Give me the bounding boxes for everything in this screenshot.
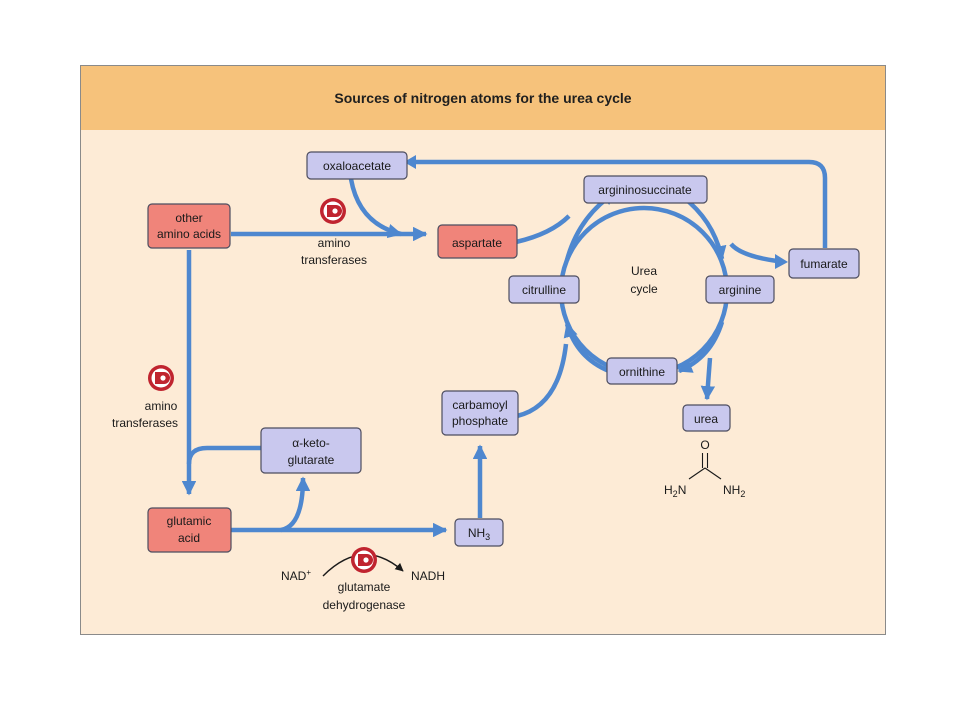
node-argininosuccinate: argininosuccinate: [583, 175, 708, 204]
node-glutamic-acid: glutamic acid: [147, 507, 232, 553]
node-label: phosphate: [452, 414, 508, 428]
enzyme-label: transferases: [301, 253, 367, 267]
node-oxaloacetate: oxaloacetate: [306, 151, 408, 180]
arrow-oxaloacetate-aspartate: [348, 178, 403, 238]
node-urea: urea: [682, 404, 731, 432]
amine-right: NH2: [723, 483, 745, 499]
enzyme-label: dehydrogenase: [323, 598, 406, 612]
nadh-label: NADH: [411, 569, 445, 583]
urea-structure: O H2N NH2: [664, 438, 745, 499]
enzyme-icon: [320, 198, 346, 224]
node-label: arginine: [719, 283, 762, 297]
arrow-carbamoyl-phosphate-cycle: [516, 343, 569, 419]
node-label: NH3: [468, 526, 490, 542]
diagram-title: Sources of nitrogen atoms for the urea c…: [334, 90, 632, 106]
enzyme-label: amino: [318, 236, 351, 250]
node-ornithine: ornithine: [606, 357, 678, 385]
arrowhead-to-oxaloacetate: [404, 155, 416, 169]
node-alpha-ketoglutarate: α-keto- glutarate: [260, 427, 362, 474]
arrow-fumarate-oxaloacetate: [411, 159, 828, 248]
diagram-figure: Sources of nitrogen atoms for the urea c…: [80, 65, 886, 635]
node-label: fumarate: [800, 257, 848, 271]
node-citrulline: citrulline: [508, 275, 580, 304]
node-other-amino-acids: other amino acids: [147, 203, 231, 249]
node-label: glutarate: [288, 453, 335, 467]
node-nh3: NH3: [454, 518, 504, 547]
arrowhead-to-fumarate: [775, 254, 788, 269]
enzyme-label: amino: [145, 399, 178, 413]
arrow-glutamate-ketoglutarate: [280, 476, 311, 533]
node-carbamoyl-phosphate: carbamoyl phosphate: [441, 390, 519, 436]
cycle-label: Urea: [631, 264, 657, 278]
node-fumarate: fumarate: [788, 248, 860, 279]
arrow-ornithine-citrulline: [563, 322, 610, 374]
enzyme-icon: [351, 547, 377, 573]
node-label: citrulline: [522, 283, 566, 297]
node-label: ornithine: [619, 365, 665, 379]
nad-label: NAD+: [281, 568, 311, 583]
cycle-label: cycle: [630, 282, 658, 296]
node-label: acid: [178, 531, 200, 545]
arrow-arginine-urea: [700, 357, 716, 401]
node-arginine: arginine: [705, 275, 775, 304]
node-label: α-keto-: [292, 436, 330, 450]
enzyme-label: transferases: [112, 416, 178, 430]
node-aspartate: aspartate: [437, 224, 518, 259]
enzyme-label: glutamate: [338, 580, 391, 594]
node-label: amino acids: [157, 227, 221, 241]
enzyme-icon: [148, 365, 174, 391]
arrow-ketoglutarate-to-glutamate: [186, 445, 261, 465]
node-label: argininosuccinate: [598, 183, 692, 197]
oxygen-atom: O: [700, 438, 709, 452]
node-label: other: [175, 211, 202, 225]
node-label: aspartate: [452, 236, 502, 250]
node-label: carbamoyl: [452, 398, 507, 412]
arrow-arginine-ornithine: [677, 321, 725, 374]
arrow-aspartate-cycle: [515, 214, 571, 245]
arrow-argininosuccinate-fumarate: [729, 242, 778, 264]
node-label: oxaloacetate: [323, 159, 391, 173]
amine-left: H2N: [664, 483, 686, 499]
pathway-diagram: oxaloacetate other amino acids aspartate…: [112, 151, 860, 612]
node-label: glutamic: [167, 514, 212, 528]
title-banner: Sources of nitrogen atoms for the urea c…: [81, 66, 885, 130]
node-label: urea: [694, 412, 718, 426]
